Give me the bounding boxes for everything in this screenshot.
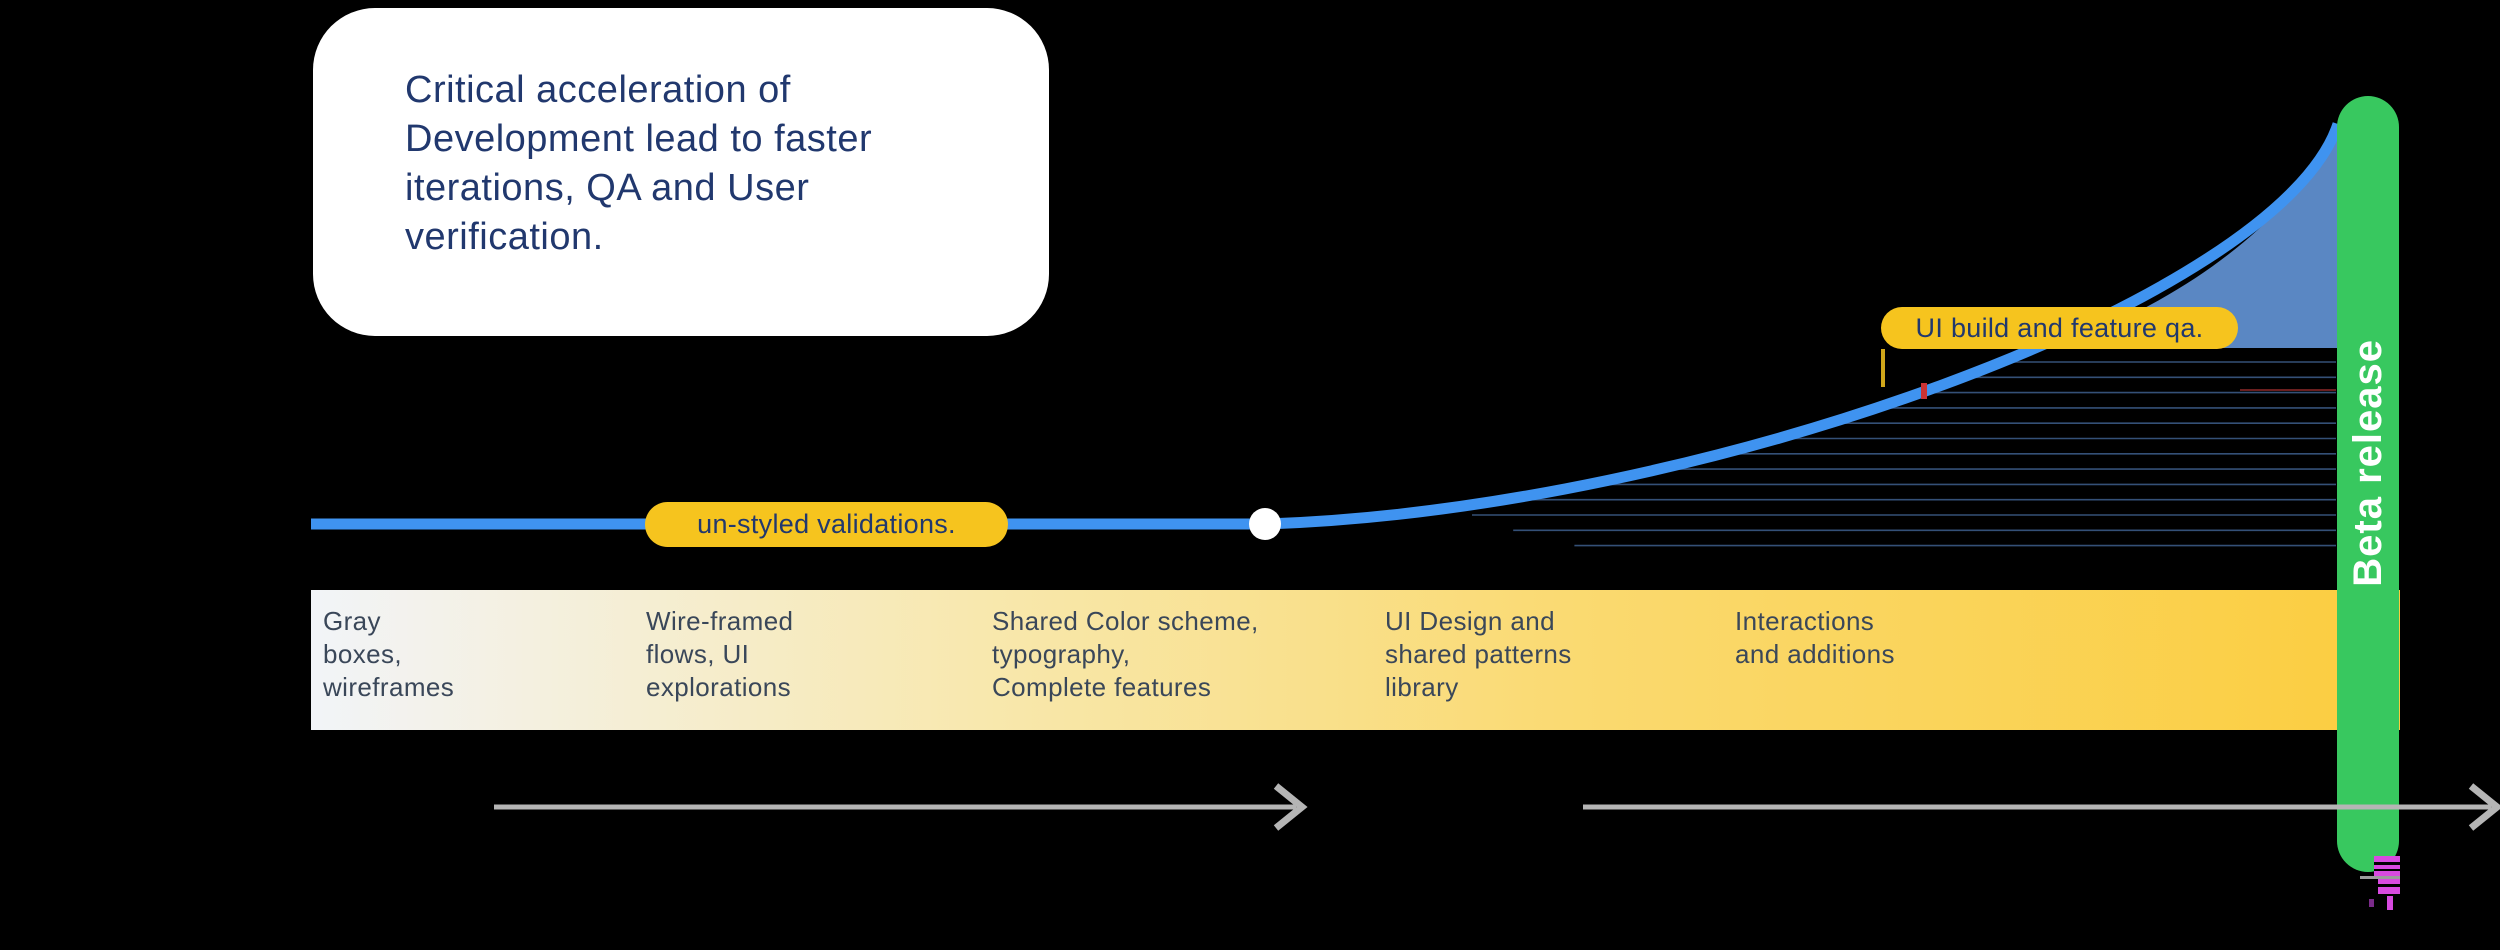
phase-label: Interactions and additions [1735,606,1895,669]
pill-unstyled-text: un-styled validations. [697,509,956,539]
speech-bubble-text: Critical acceleration of Development lea… [405,69,873,258]
hatch-lines [1472,361,2336,547]
pill-ui-build-text: UI build and feature qa. [1915,312,2204,343]
glitch-yellow-sliver [1881,349,1885,387]
speech-bubble: Critical acceleration of Development lea… [313,8,1049,336]
curve-fill-wedge [2045,124,2338,348]
phase-label: UI Design and shared patterns library [1385,606,1572,702]
timeline-arrow-right-icon [1583,783,2500,831]
glitch-artifact [2360,856,2400,910]
label-pill-unstyled-validations: un-styled validations. [645,502,1008,547]
phase-label: Shared Color scheme, typography, Complet… [992,606,1259,702]
phase-band: Gray boxes, wireframes Wire-framed flows… [311,590,2400,730]
phase-label: Wire-framed flows, UI explorations [646,606,794,702]
label-pill-ui-build: UI build and feature qa. [1881,307,2238,349]
beta-release-bar: Beta release [2337,96,2399,872]
curve-inflection-dot [1249,508,1281,540]
timeline-arrow-left-icon [494,783,1308,831]
glitch-red-dash [1921,383,1927,399]
phase-label: Gray boxes, wireframes [323,606,455,702]
